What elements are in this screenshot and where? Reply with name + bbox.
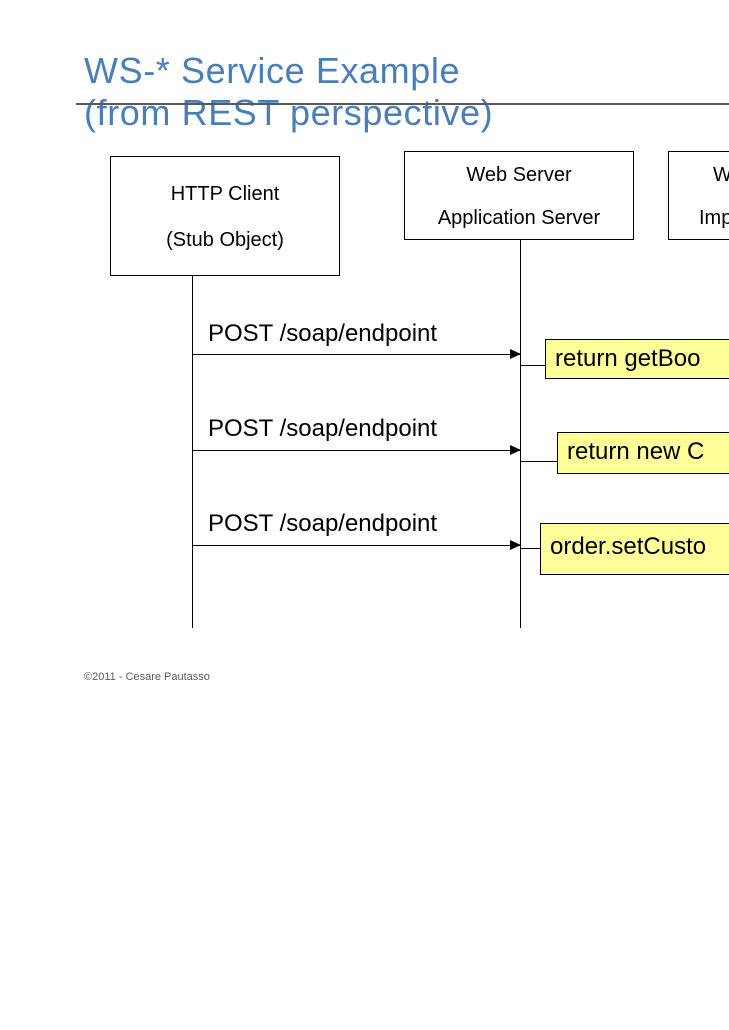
stub-object-label: (Stub Object) [166, 229, 284, 251]
http-client-label: HTTP Client [170, 183, 280, 205]
message-arrow [192, 349, 521, 359]
web-server-box: Web Server Application Server [404, 151, 634, 240]
slide-title: WS-* Service Example (from REST perspect… [84, 50, 493, 134]
message-connector [520, 548, 540, 549]
web-server-label: Web Server [466, 164, 572, 186]
slide-title-line-2: (from REST perspective) [84, 92, 494, 133]
call-box: order.setCusto [540, 523, 729, 575]
call-box: return getBoo [545, 339, 729, 379]
implementation-box: W Imp [668, 151, 729, 240]
http-client-box: HTTP Client (Stub Object) [110, 156, 340, 276]
message-connector [520, 365, 545, 366]
message-arrow [192, 445, 521, 455]
message-label: POST /soap/endpoint [208, 510, 438, 537]
message-arrow [192, 540, 521, 550]
message-label: POST /soap/endpoint [208, 320, 438, 347]
application-server-label: Application Server [437, 207, 601, 229]
server-lifeline [520, 240, 521, 628]
implementation-label-line-1: W [713, 164, 729, 186]
client-lifeline [192, 276, 193, 628]
message-connector [520, 461, 557, 462]
slide-title-line-1: WS-* Service Example [84, 50, 461, 91]
footer-copyright: ©2011 - Cesare Pautasso [84, 671, 210, 683]
call-box: return new C [557, 432, 729, 474]
message-label: POST /soap/endpoint [208, 415, 438, 442]
implementation-label-line-2: Imp [699, 207, 729, 229]
title-divider [76, 103, 729, 105]
